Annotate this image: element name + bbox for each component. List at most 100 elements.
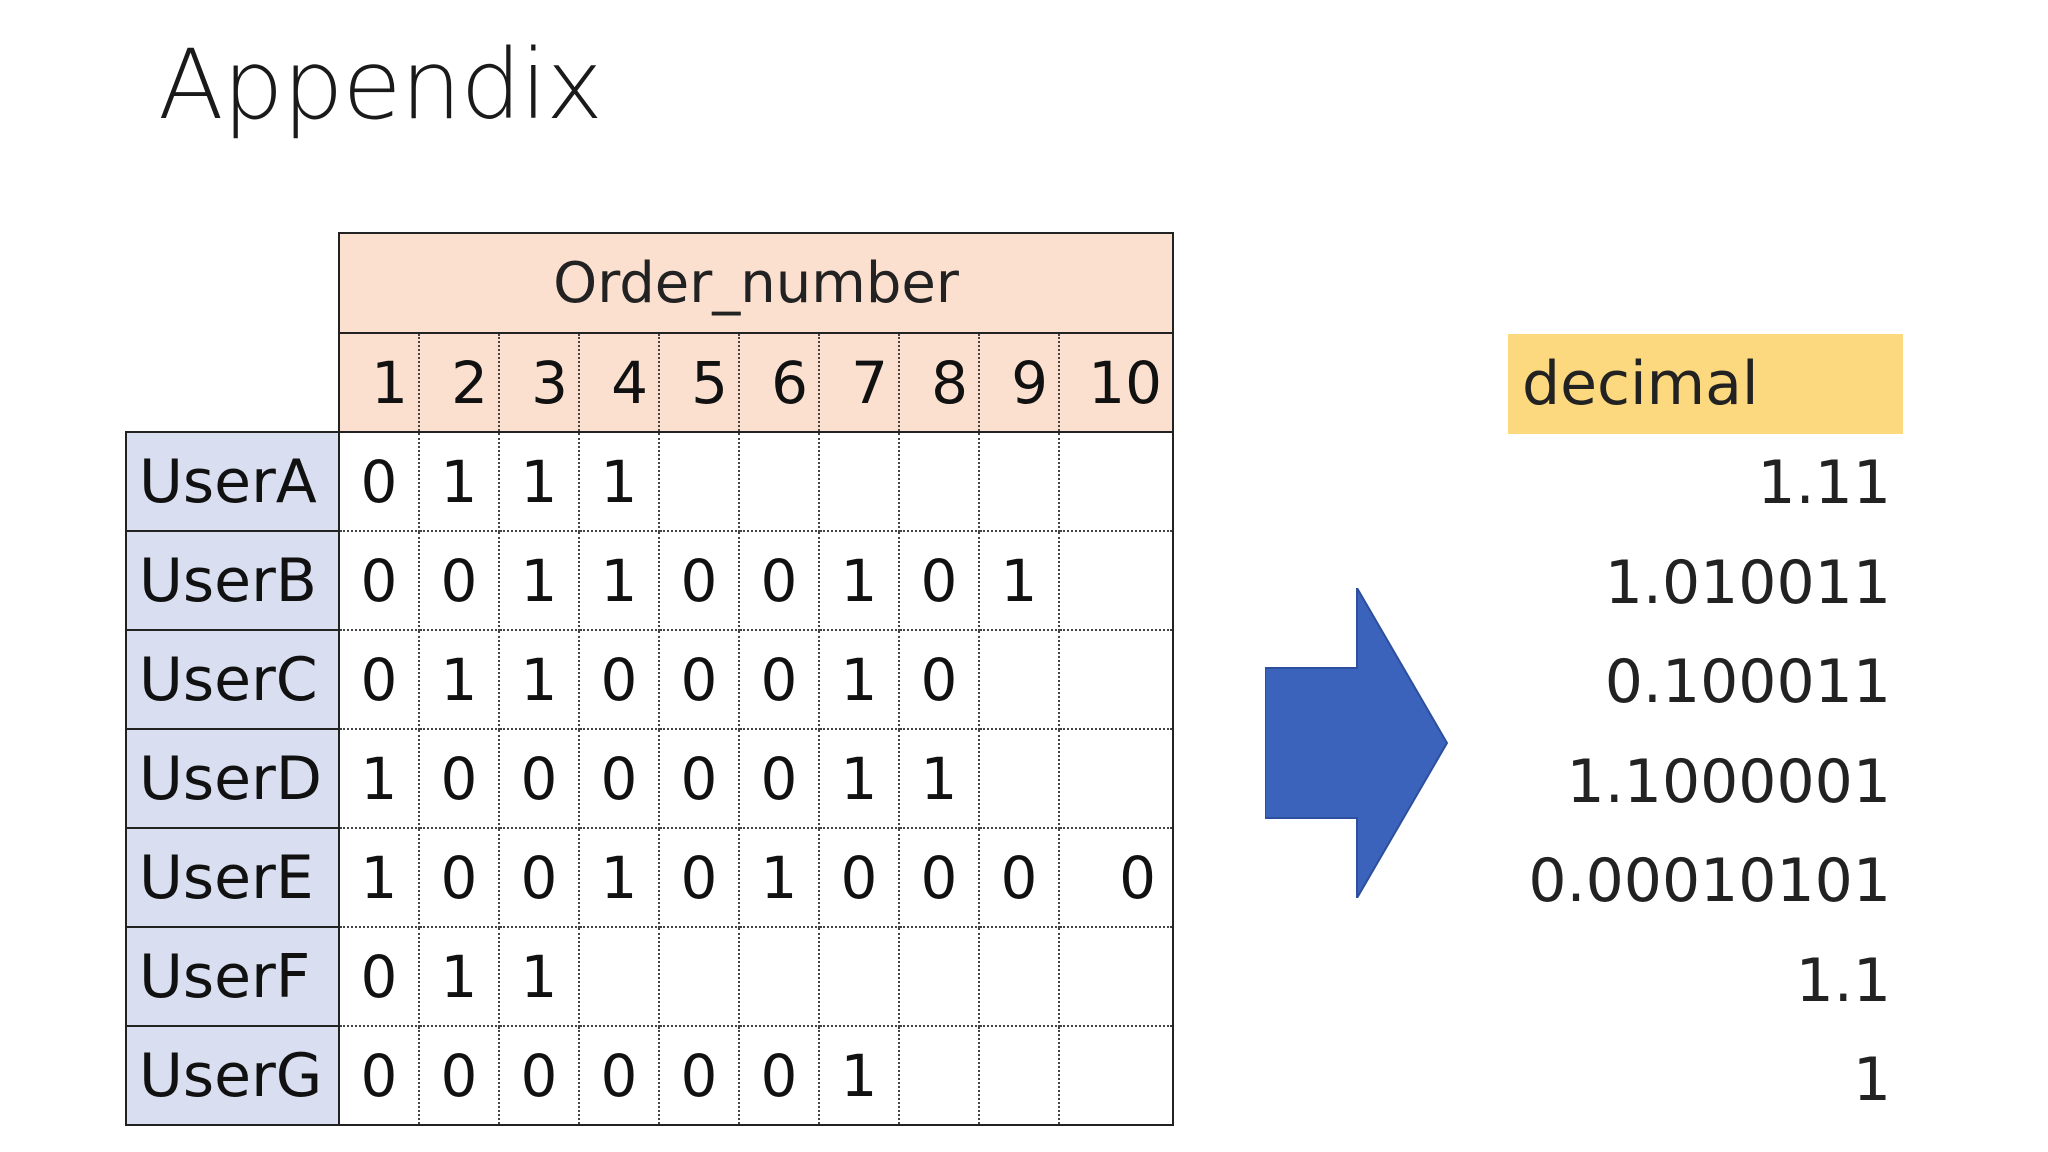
table-cell: 1	[418, 926, 500, 1027]
column-header-5: 5	[658, 332, 740, 433]
table-cell: 0	[658, 728, 740, 829]
table-cell: 1	[578, 827, 660, 928]
table-cell: 0	[578, 629, 660, 730]
page-title: Appendix	[158, 29, 603, 141]
column-header-7: 7	[818, 332, 900, 433]
table-cell: 0	[978, 827, 1060, 928]
table-cell: 0	[578, 728, 660, 829]
user-label: UserA	[125, 431, 340, 532]
table-cell: 1	[338, 827, 420, 928]
table-cell: 1	[578, 530, 660, 631]
table-cell: 1	[818, 1025, 900, 1126]
column-header-4: 4	[578, 332, 660, 433]
table-cell	[1058, 728, 1174, 829]
table-cell	[978, 629, 1060, 730]
table-cell: 0	[338, 431, 420, 532]
table-cell: 1	[338, 728, 420, 829]
table-cell	[898, 431, 980, 532]
table-cell: 0	[498, 1025, 580, 1126]
table-cell: 1	[498, 926, 580, 1027]
user-label: UserF	[125, 926, 340, 1027]
table-cell: 0	[338, 1025, 420, 1126]
table-cell	[658, 926, 740, 1027]
table-cell: 1	[418, 431, 500, 532]
table-cell: 1	[498, 530, 580, 631]
table-cell: 0	[818, 827, 900, 928]
table-cell: 0	[338, 530, 420, 631]
column-header-3: 3	[498, 332, 580, 433]
table-cell	[1058, 530, 1174, 631]
table-cell	[738, 431, 820, 532]
table-cell	[578, 926, 660, 1027]
table-cell: 1	[898, 728, 980, 829]
table-cell: 1	[818, 530, 900, 631]
table-cell: 0	[338, 629, 420, 730]
table-cell	[1058, 629, 1174, 730]
table-cell: 0	[658, 827, 740, 928]
decimal-value: 1	[1852, 1045, 1891, 1115]
table-cell	[1058, 1025, 1174, 1126]
table-cell: 0	[738, 728, 820, 829]
table-cell	[1058, 926, 1174, 1027]
table-cell: 0	[658, 629, 740, 730]
table-cell	[978, 926, 1060, 1027]
table-cell	[978, 1025, 1060, 1126]
table-cell	[738, 926, 820, 1027]
table-cell: 0	[658, 1025, 740, 1126]
column-header-8: 8	[898, 332, 980, 433]
table-cell	[978, 431, 1060, 532]
table-cell: 0	[418, 1025, 500, 1126]
table-cell	[818, 926, 900, 1027]
table-cell: 0	[738, 629, 820, 730]
table-cell: 0	[578, 1025, 660, 1126]
table-cell: 1	[818, 728, 900, 829]
table-cell	[658, 431, 740, 532]
table-cell: 1	[818, 629, 900, 730]
table-cell: 0	[498, 827, 580, 928]
table-cell: 1	[498, 629, 580, 730]
decimal-value: 0.100011	[1604, 647, 1891, 717]
table-cell: 0	[418, 728, 500, 829]
table-cell: 1	[978, 530, 1060, 631]
user-label: UserG	[125, 1025, 340, 1126]
table-cell: 0	[898, 827, 980, 928]
table-cell: 1	[418, 629, 500, 730]
table-cell: 1	[498, 431, 580, 532]
table-cell: 1	[578, 431, 660, 532]
arrow-shape	[1265, 588, 1449, 898]
column-header-9: 9	[978, 332, 1060, 433]
table-cell: 0	[418, 827, 500, 928]
decimal-value: 1.1	[1795, 945, 1891, 1016]
user-label: UserB	[125, 530, 340, 631]
table-cell	[898, 926, 980, 1027]
column-header-10: 10	[1058, 332, 1174, 433]
table-cell: 0	[498, 728, 580, 829]
table-cell: 1	[738, 827, 820, 928]
column-header-2: 2	[418, 332, 500, 433]
order-number-header: Order_number	[338, 232, 1174, 334]
column-header-1: 1	[338, 332, 420, 433]
table-cell: 0	[738, 1025, 820, 1126]
table-cell: 0	[738, 530, 820, 631]
table-cell: 0	[898, 629, 980, 730]
column-header-6: 6	[738, 332, 820, 433]
user-label: UserD	[125, 728, 340, 829]
table-cell	[1058, 431, 1174, 532]
table-corner	[126, 233, 339, 333]
user-label: UserE	[125, 827, 340, 928]
table-cell: 0	[418, 530, 500, 631]
table-cell	[818, 431, 900, 532]
right-arrow-icon	[1265, 588, 1449, 898]
table-cell: 0	[898, 530, 980, 631]
table-cell: 0	[1058, 827, 1174, 928]
